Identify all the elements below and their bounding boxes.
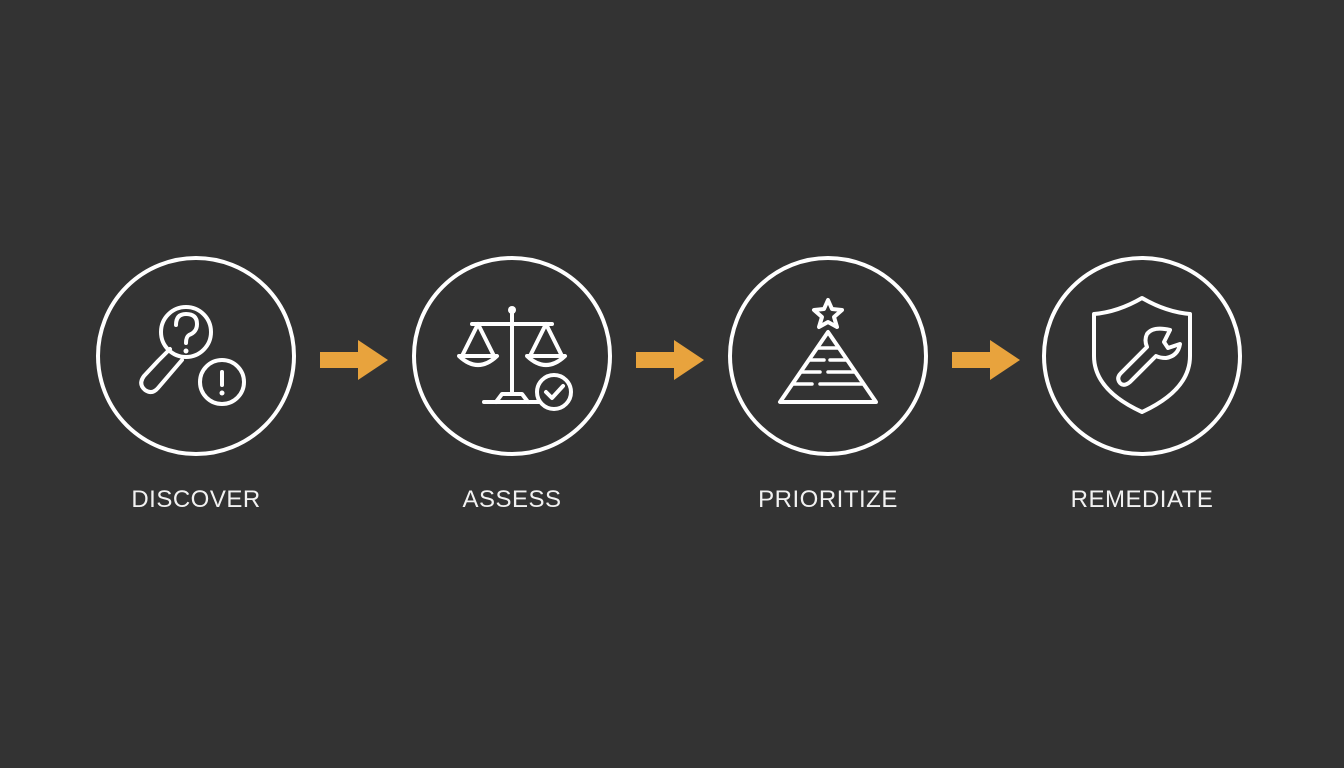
step-remediate <box>1042 256 1242 456</box>
step-circle <box>728 256 928 456</box>
step-discover <box>96 256 296 456</box>
step-prioritize <box>728 256 928 456</box>
step-label-remediate: REMEDIATE <box>1070 486 1214 513</box>
step-label-assess: ASSESS <box>462 486 562 513</box>
step-assess <box>412 256 612 456</box>
arrow-right-icon <box>320 340 388 380</box>
step-circle <box>1042 256 1242 456</box>
arrow-right-icon <box>636 340 704 380</box>
pyramid-star-icon <box>778 298 878 404</box>
step-circle <box>412 256 612 456</box>
step-label-discover: DISCOVER <box>131 486 261 513</box>
step-label-prioritize: PRIORITIZE <box>758 486 898 513</box>
balance-scale-check-icon <box>457 306 573 411</box>
step-circle <box>96 256 296 456</box>
arrow-right-icon <box>952 340 1020 380</box>
shield-wrench-icon <box>1092 296 1192 414</box>
magnifier-question-alert-icon <box>139 305 246 406</box>
